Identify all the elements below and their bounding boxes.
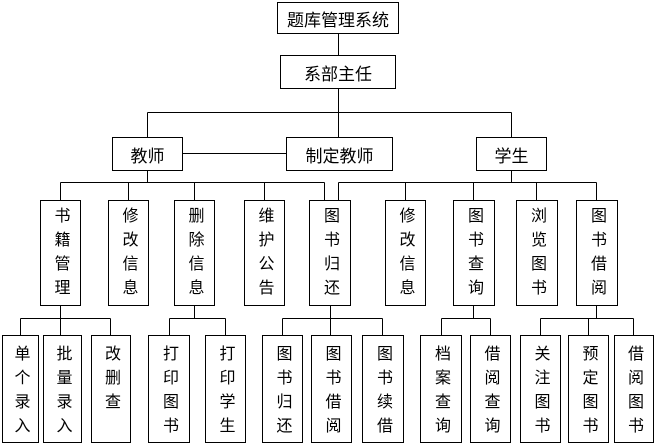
node-renew: 图书续借: [362, 335, 404, 443]
node-director-label: 系部主任: [304, 64, 372, 85]
node-director: 系部主任: [280, 55, 396, 89]
node-student-edit-info-label: 修改信息: [396, 207, 416, 303]
node-print-students: 打印学生: [205, 335, 246, 443]
node-borrow-query-label: 借阅查询: [481, 345, 501, 441]
node-single-entry: 单个录入: [2, 335, 39, 443]
node-delete-info-label: 删除信息: [185, 207, 205, 303]
node-borrow: 图书借阅: [311, 335, 352, 443]
node-maintain-notice: 维护公告: [244, 200, 285, 306]
node-borrow-book: 借阅图书: [614, 335, 654, 443]
node-delete-info: 删除信息: [174, 200, 215, 306]
node-book-management-label: 书籍管理: [51, 207, 71, 303]
node-print-books: 打印图书: [148, 335, 190, 443]
node-return: 图书归还: [262, 335, 303, 443]
node-book-borrowing: 图书借阅: [576, 200, 618, 306]
node-return-label: 图书归还: [273, 345, 293, 441]
node-record-query-label: 档案查询: [432, 345, 451, 441]
node-edit-delete-query-label: 改删查: [102, 345, 121, 417]
node-system: 题库管理系统: [277, 2, 399, 34]
node-book-management: 书籍管理: [40, 200, 81, 306]
node-single-entry-label: 单个录入: [11, 345, 31, 441]
node-teacher-label: 教师: [130, 146, 165, 167]
node-reserve-book: 预定图书: [568, 335, 609, 443]
node-teacher: 教师: [112, 137, 183, 171]
node-maintain-notice-label: 维护公告: [255, 207, 275, 303]
node-borrow-query: 借阅查询: [470, 335, 511, 443]
node-book-return-function-label: 图书归还: [321, 207, 340, 303]
node-batch-entry: 批量录入: [43, 335, 82, 443]
node-browse-books: 浏览图书: [516, 200, 558, 306]
node-follow-book: 关注图书: [520, 335, 561, 443]
node-borrow-book-label: 借阅图书: [625, 345, 644, 441]
node-designated-teacher-label: 制定教师: [305, 146, 374, 167]
node-student-label: 学生: [494, 146, 529, 167]
node-batch-entry-label: 批量录入: [53, 345, 73, 441]
node-designated-teacher: 制定教师: [286, 137, 393, 171]
node-reserve-book-label: 预定图书: [579, 345, 599, 441]
node-follow-book-label: 关注图书: [531, 345, 551, 441]
node-print-books-label: 打印图书: [160, 345, 179, 441]
node-book-query: 图书查询: [453, 200, 495, 306]
node-edit-delete-query: 改删查: [91, 335, 131, 443]
node-system-label: 题库管理系统: [287, 10, 389, 31]
node-student: 学生: [476, 137, 547, 171]
node-borrow-label: 图书借阅: [322, 345, 342, 441]
node-teacher-edit-info-label: 修改信息: [119, 207, 139, 303]
node-book-borrowing-label: 图书借阅: [588, 207, 607, 303]
node-renew-label: 图书续借: [374, 345, 393, 441]
node-student-edit-info: 修改信息: [385, 200, 426, 306]
node-book-return-function: 图书归还: [309, 200, 351, 306]
node-browse-books-label: 浏览图书: [528, 207, 547, 303]
node-record-query: 档案查询: [420, 335, 462, 443]
node-print-students-label: 打印学生: [216, 345, 236, 441]
node-teacher-edit-info: 修改信息: [108, 200, 149, 306]
node-book-query-label: 图书查询: [465, 207, 484, 303]
